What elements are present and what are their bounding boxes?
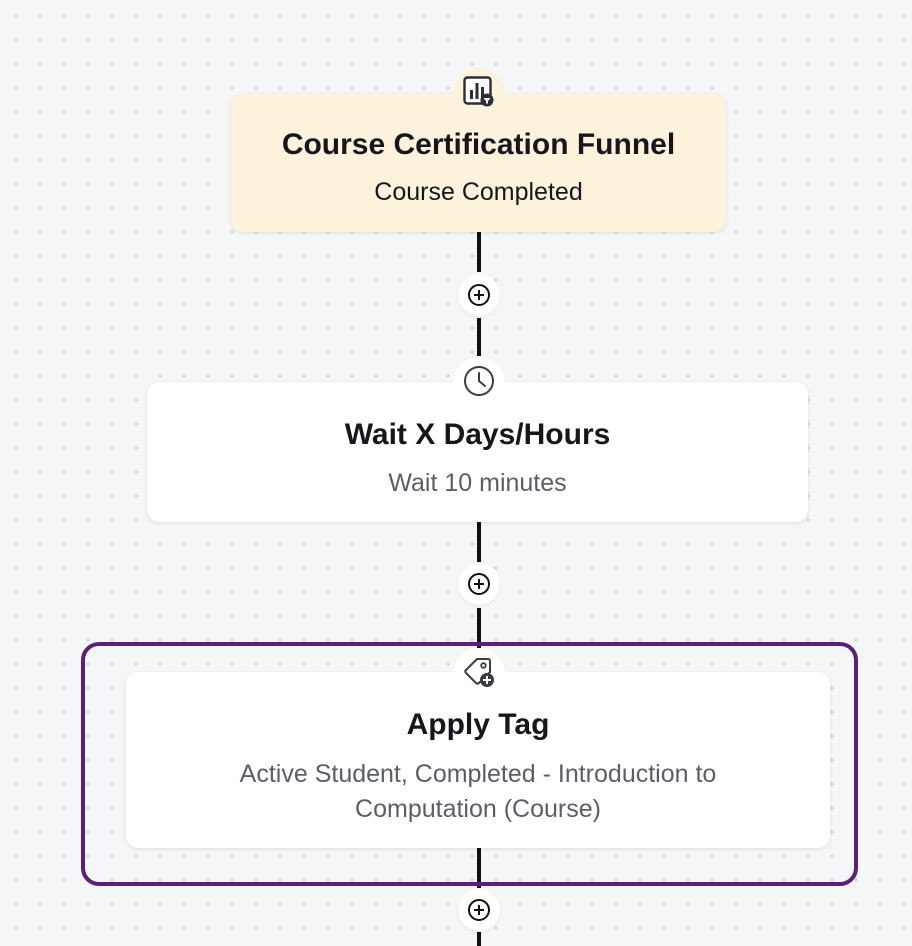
apply-tag-node[interactable]: Apply Tag Active Student, Completed - In… bbox=[126, 672, 830, 848]
plus-circle-icon bbox=[467, 898, 491, 922]
tag-add-icon bbox=[461, 654, 497, 695]
trigger-node-subtitle: Course Completed bbox=[374, 178, 583, 206]
add-step-button[interactable] bbox=[458, 889, 500, 931]
connector-line bbox=[477, 232, 481, 272]
trigger-node-icon-badge bbox=[453, 68, 505, 120]
add-step-button[interactable] bbox=[458, 563, 500, 605]
connector-line bbox=[477, 608, 481, 650]
apply-tag-node-subtitle-line1: Active Student, Completed - Introduction… bbox=[239, 760, 717, 788]
funnel-chart-icon bbox=[462, 75, 496, 114]
selected-node-outline bbox=[81, 642, 858, 886]
connector-line bbox=[477, 932, 481, 946]
clock-icon bbox=[462, 364, 496, 403]
connector-line bbox=[477, 520, 481, 562]
add-step-button[interactable] bbox=[458, 274, 500, 316]
wait-node[interactable]: Wait X Days/Hours Wait 10 minutes bbox=[147, 382, 808, 522]
apply-tag-node-subtitle-line2: Computation (Course) bbox=[355, 795, 601, 823]
wait-node-icon-badge bbox=[453, 357, 505, 409]
wait-node-subtitle: Wait 10 minutes bbox=[388, 469, 567, 497]
plus-circle-icon bbox=[467, 572, 491, 596]
connector-line bbox=[477, 318, 481, 356]
apply-tag-node-icon-badge bbox=[453, 648, 505, 700]
plus-circle-icon bbox=[467, 283, 491, 307]
apply-tag-node-title: Apply Tag bbox=[406, 708, 550, 741]
connector-line bbox=[477, 846, 481, 888]
wait-node-title: Wait X Days/Hours bbox=[344, 418, 611, 451]
trigger-node-title: Course Certification Funnel bbox=[281, 128, 676, 161]
